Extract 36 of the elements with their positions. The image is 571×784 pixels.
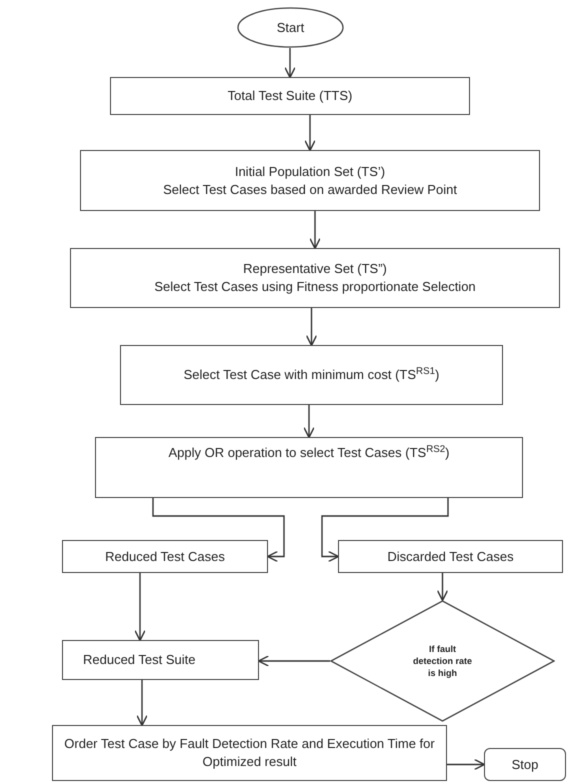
arrow [436,573,448,602]
process-box [338,540,563,573]
arrow [309,211,321,250]
node-text: Select Test Cases based on awarded Review Point [163,180,457,198]
arrow [284,48,296,78]
process-box [95,437,523,498]
node-text: Select Test Cases using Fitness proportionate Selection [154,278,476,296]
process-box [62,640,259,680]
node-text: If fault detection rate is high [412,642,473,680]
process-box [62,540,268,573]
node-text: Start [276,18,304,36]
node-text: Apply OR operation to select Test Cases (TS$^{RS2}$) [168,444,450,462]
node-text: Representative Set (TS”) [243,260,387,278]
node-text: Initial Population Set (TS’) [234,162,386,180]
node-text: Reduced Test Suite [83,651,196,669]
arrow [134,573,146,642]
arrow [258,655,330,667]
arrow [152,498,285,562]
node-text: Reduced Test Cases [105,548,225,566]
node-text: Select Test Case with minimum cost (TS$^{RS1}$) [184,366,440,384]
node-text: Order Test Case by Fault Detection Rate and Execution Time for Optimized result [63,735,436,771]
process-box [110,77,470,115]
process-box [52,725,447,781]
arrow [447,758,486,770]
arrow [306,308,318,346]
node-text: Stop [512,756,538,774]
process-box [80,150,540,211]
arrow [304,115,316,152]
process-box [120,345,503,405]
node-text: Total Test Suite (TTS) [228,87,352,105]
arrow [321,498,449,562]
arrow [303,405,315,438]
arrow [136,680,148,726]
process-box [70,248,560,308]
node-text: Discarded Test Cases [387,548,514,566]
terminal-box [484,748,566,781]
